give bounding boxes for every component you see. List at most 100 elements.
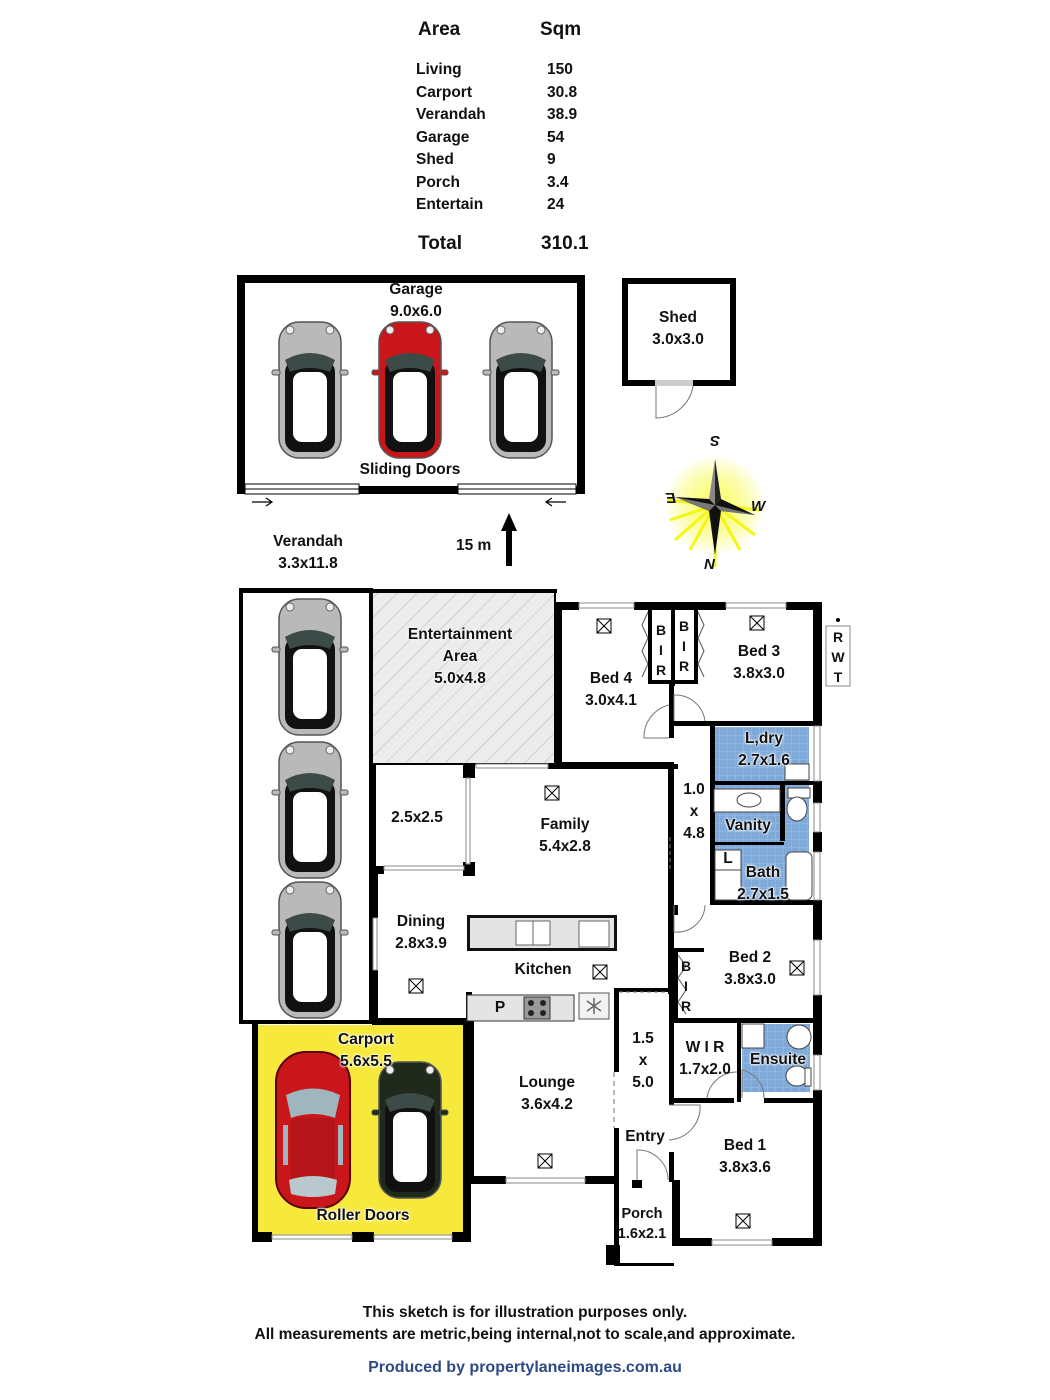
shed-name: Shed bbox=[659, 309, 697, 326]
area-row-name: Carport bbox=[416, 83, 472, 101]
lounge-name: Lounge bbox=[519, 1074, 575, 1091]
rwt-letter: T bbox=[833, 669, 843, 685]
area-table-names: Living Carport Verandah Garage Shed Porc… bbox=[416, 59, 486, 217]
wir-dims: 1.7x2.0 bbox=[679, 1061, 731, 1078]
car-icon bbox=[271, 598, 349, 736]
store-label: 2.5x2.5 bbox=[391, 809, 443, 826]
compass-s: S bbox=[710, 432, 721, 449]
bir-3-label: B I R bbox=[679, 616, 689, 676]
hall-length: 4.8 bbox=[683, 825, 705, 842]
bed2-name: Bed 2 bbox=[728, 949, 772, 966]
rainwater-tank bbox=[825, 625, 851, 687]
lounge-label: Lounge 3.6x4.2 bbox=[519, 1072, 575, 1116]
rwt-letter: W bbox=[831, 649, 845, 665]
area-row-name: Entertain bbox=[416, 196, 484, 213]
area-row-name: Verandah bbox=[416, 106, 486, 123]
verandah-name: Verandah bbox=[273, 533, 343, 550]
garage bbox=[237, 275, 585, 507]
entertainment-name-2: Area bbox=[442, 648, 478, 665]
family-dims: 5.4x2.8 bbox=[539, 838, 591, 855]
bir-letter: B bbox=[678, 618, 690, 634]
carport-name: Carport bbox=[338, 1031, 394, 1048]
wir-name: W I R bbox=[685, 1039, 725, 1056]
bir-letter: I bbox=[684, 978, 688, 994]
lounge-dims: 3.6x4.2 bbox=[521, 1096, 573, 1113]
bir-letter: R bbox=[678, 658, 690, 674]
area-row-sqm: 38.9 bbox=[547, 106, 578, 123]
hall-width: 1.0 bbox=[683, 781, 705, 798]
bed3-name: Bed 3 bbox=[737, 643, 781, 660]
pantry-label: P bbox=[494, 999, 506, 1016]
bir-letter: R bbox=[655, 662, 667, 678]
bath-label: Bath 2.7x1.5 bbox=[737, 862, 789, 906]
car-icon bbox=[371, 321, 449, 459]
disclaimer-line-1: This sketch is for illustration purposes… bbox=[362, 1304, 688, 1321]
bed1-name: Bed 1 bbox=[723, 1137, 767, 1154]
dining-name: Dining bbox=[396, 913, 446, 930]
car-icon bbox=[271, 741, 349, 879]
area-row-sqm: 150 bbox=[547, 61, 573, 78]
verandah-label: Verandah 3.3x11.8 bbox=[273, 531, 343, 575]
dining-label: Dining 2.8x3.9 bbox=[395, 911, 447, 955]
area-column-header: Area bbox=[418, 19, 461, 40]
area-row-name: Porch bbox=[416, 173, 460, 191]
linen-label: L bbox=[723, 850, 733, 867]
bed1-dims: 3.8x3.6 bbox=[719, 1159, 771, 1176]
bed4-label: Bed 4 3.0x4.1 bbox=[585, 668, 637, 712]
garage-name: Garage bbox=[389, 281, 443, 298]
carport-doors-label: Roller Doors bbox=[316, 1207, 410, 1224]
bath-dims: 2.7x1.5 bbox=[737, 886, 789, 903]
family-name: Family bbox=[540, 816, 590, 833]
distance-label: 15 m bbox=[456, 537, 492, 554]
kitchen-island bbox=[467, 915, 617, 951]
porch-label: Porch 1.6x2.1 bbox=[618, 1204, 666, 1244]
bir-letter: B bbox=[680, 958, 692, 974]
carport bbox=[252, 1022, 471, 1242]
bir-letter: I bbox=[682, 638, 686, 654]
bed2-dims: 3.8x3.0 bbox=[724, 971, 776, 988]
area-row-sqm: 54 bbox=[547, 128, 565, 146]
hall-x: x bbox=[689, 803, 699, 820]
garage-label: Garage 9.0x6.0 bbox=[389, 279, 442, 323]
kitchen-bench bbox=[466, 992, 610, 1022]
bir-doors bbox=[641, 611, 705, 1015]
ensuite-label: Ensuite bbox=[750, 1051, 806, 1068]
entry-x: x bbox=[638, 1052, 648, 1069]
light-icons bbox=[408, 615, 805, 1229]
bir-2-label: B I R bbox=[681, 956, 691, 1016]
area-row-name: Garage bbox=[416, 128, 470, 146]
compass-icon bbox=[665, 455, 765, 567]
area-row-name: Shed bbox=[416, 151, 454, 168]
windows bbox=[372, 602, 821, 1246]
car-icon bbox=[271, 881, 349, 1019]
bed4-dims: 3.0x4.1 bbox=[585, 692, 637, 709]
dining-dims: 2.8x3.9 bbox=[395, 935, 447, 952]
car-icon bbox=[371, 1061, 449, 1199]
area-row-sqm: 24 bbox=[547, 196, 565, 213]
bath-name: Bath bbox=[745, 864, 781, 881]
entry-label: Entry bbox=[625, 1128, 665, 1145]
car-icon bbox=[271, 321, 349, 459]
bed3-dims: 3.8x3.0 bbox=[733, 665, 785, 682]
bathroom-fixtures bbox=[713, 763, 813, 1087]
bir-4-label: B I R bbox=[656, 620, 666, 680]
entry-width: 1.5 bbox=[632, 1030, 654, 1047]
rwt-label: R W T bbox=[831, 627, 844, 687]
disclaimer-line-2: All measurements are metric,being intern… bbox=[254, 1326, 796, 1343]
doors bbox=[613, 694, 765, 1181]
compass-n: N bbox=[704, 556, 715, 573]
bir-letter: R bbox=[680, 998, 692, 1014]
shed-dims: 3.0x3.0 bbox=[652, 331, 704, 348]
total-label: Total bbox=[418, 233, 462, 254]
bed1-label: Bed 1 3.8x3.6 bbox=[719, 1135, 771, 1179]
entertainment-label: Entertainment Area 5.0x4.8 bbox=[408, 624, 512, 690]
entertainment-name-1: Entertainment bbox=[407, 626, 513, 643]
laundry-name: L,dry bbox=[745, 730, 783, 747]
garage-dims: 9.0x6.0 bbox=[390, 303, 442, 320]
bir-letter: I bbox=[659, 642, 663, 658]
shed-label: Shed 3.0x3.0 bbox=[652, 307, 704, 351]
sqm-column-header: Sqm bbox=[540, 19, 582, 40]
laundry-dims: 2.7x1.6 bbox=[738, 752, 790, 769]
verandah-dims: 3.3x11.8 bbox=[278, 555, 338, 572]
